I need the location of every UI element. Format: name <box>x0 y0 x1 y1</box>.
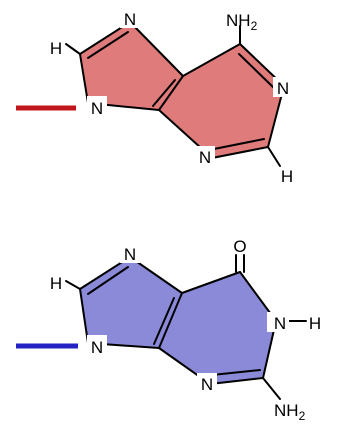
top-six-ring-fill <box>159 44 284 158</box>
bottom-five-ring-fill <box>80 257 182 348</box>
top-atom-n-bottom: N <box>199 148 211 167</box>
top-molecule: N H N NH2 N N H <box>16 8 293 186</box>
top-label-backdrop <box>87 96 107 118</box>
bottom-label-backdrop <box>87 335 107 357</box>
bottom-label-backdrop <box>120 243 140 263</box>
top-label-backdrop <box>195 146 215 166</box>
top-atom-n-link: N <box>91 99 103 118</box>
top-label-backdrop <box>120 8 140 28</box>
bottom-atom-labels: N H O N N H N NH2 <box>50 237 321 423</box>
bottom-label-backdrop <box>267 312 289 332</box>
top-atom-n-top: N <box>124 10 136 29</box>
bottom-atom-h-left: H <box>50 274 62 293</box>
top-atom-labels: N H N NH2 N N H <box>50 8 293 186</box>
bottom-atom-n-top: N <box>124 245 136 264</box>
top-atom-h-left: H <box>50 39 62 58</box>
top-label-backdrop <box>273 77 293 97</box>
top-five-ring-fill <box>80 22 183 110</box>
bottom-atom-nh2: NH2 <box>274 401 306 423</box>
bottom-atom-n-bottom: N <box>201 375 213 394</box>
top-nh2-main: NH <box>226 11 251 30</box>
bottom-nh2-main: NH <box>274 401 299 420</box>
bottom-molecule: N H O N N H N NH2 <box>16 237 321 423</box>
top-atom-nh2: NH2 <box>226 11 258 33</box>
bottom-six-ring-fill <box>159 272 276 384</box>
top-atom-n-right: N <box>277 79 289 98</box>
bottom-atom-n-right: N <box>274 314 286 333</box>
top-nh2-subscript: 2 <box>251 19 258 33</box>
top-atom-h-bottom: H <box>281 167 293 186</box>
bottom-atom-n-link: N <box>91 338 103 357</box>
bottom-label-backdrop <box>197 373 217 393</box>
bottom-nh2-subscript: 2 <box>299 409 306 423</box>
bottom-atom-o: O <box>233 237 246 256</box>
bottom-atom-h-right: H <box>309 314 321 333</box>
